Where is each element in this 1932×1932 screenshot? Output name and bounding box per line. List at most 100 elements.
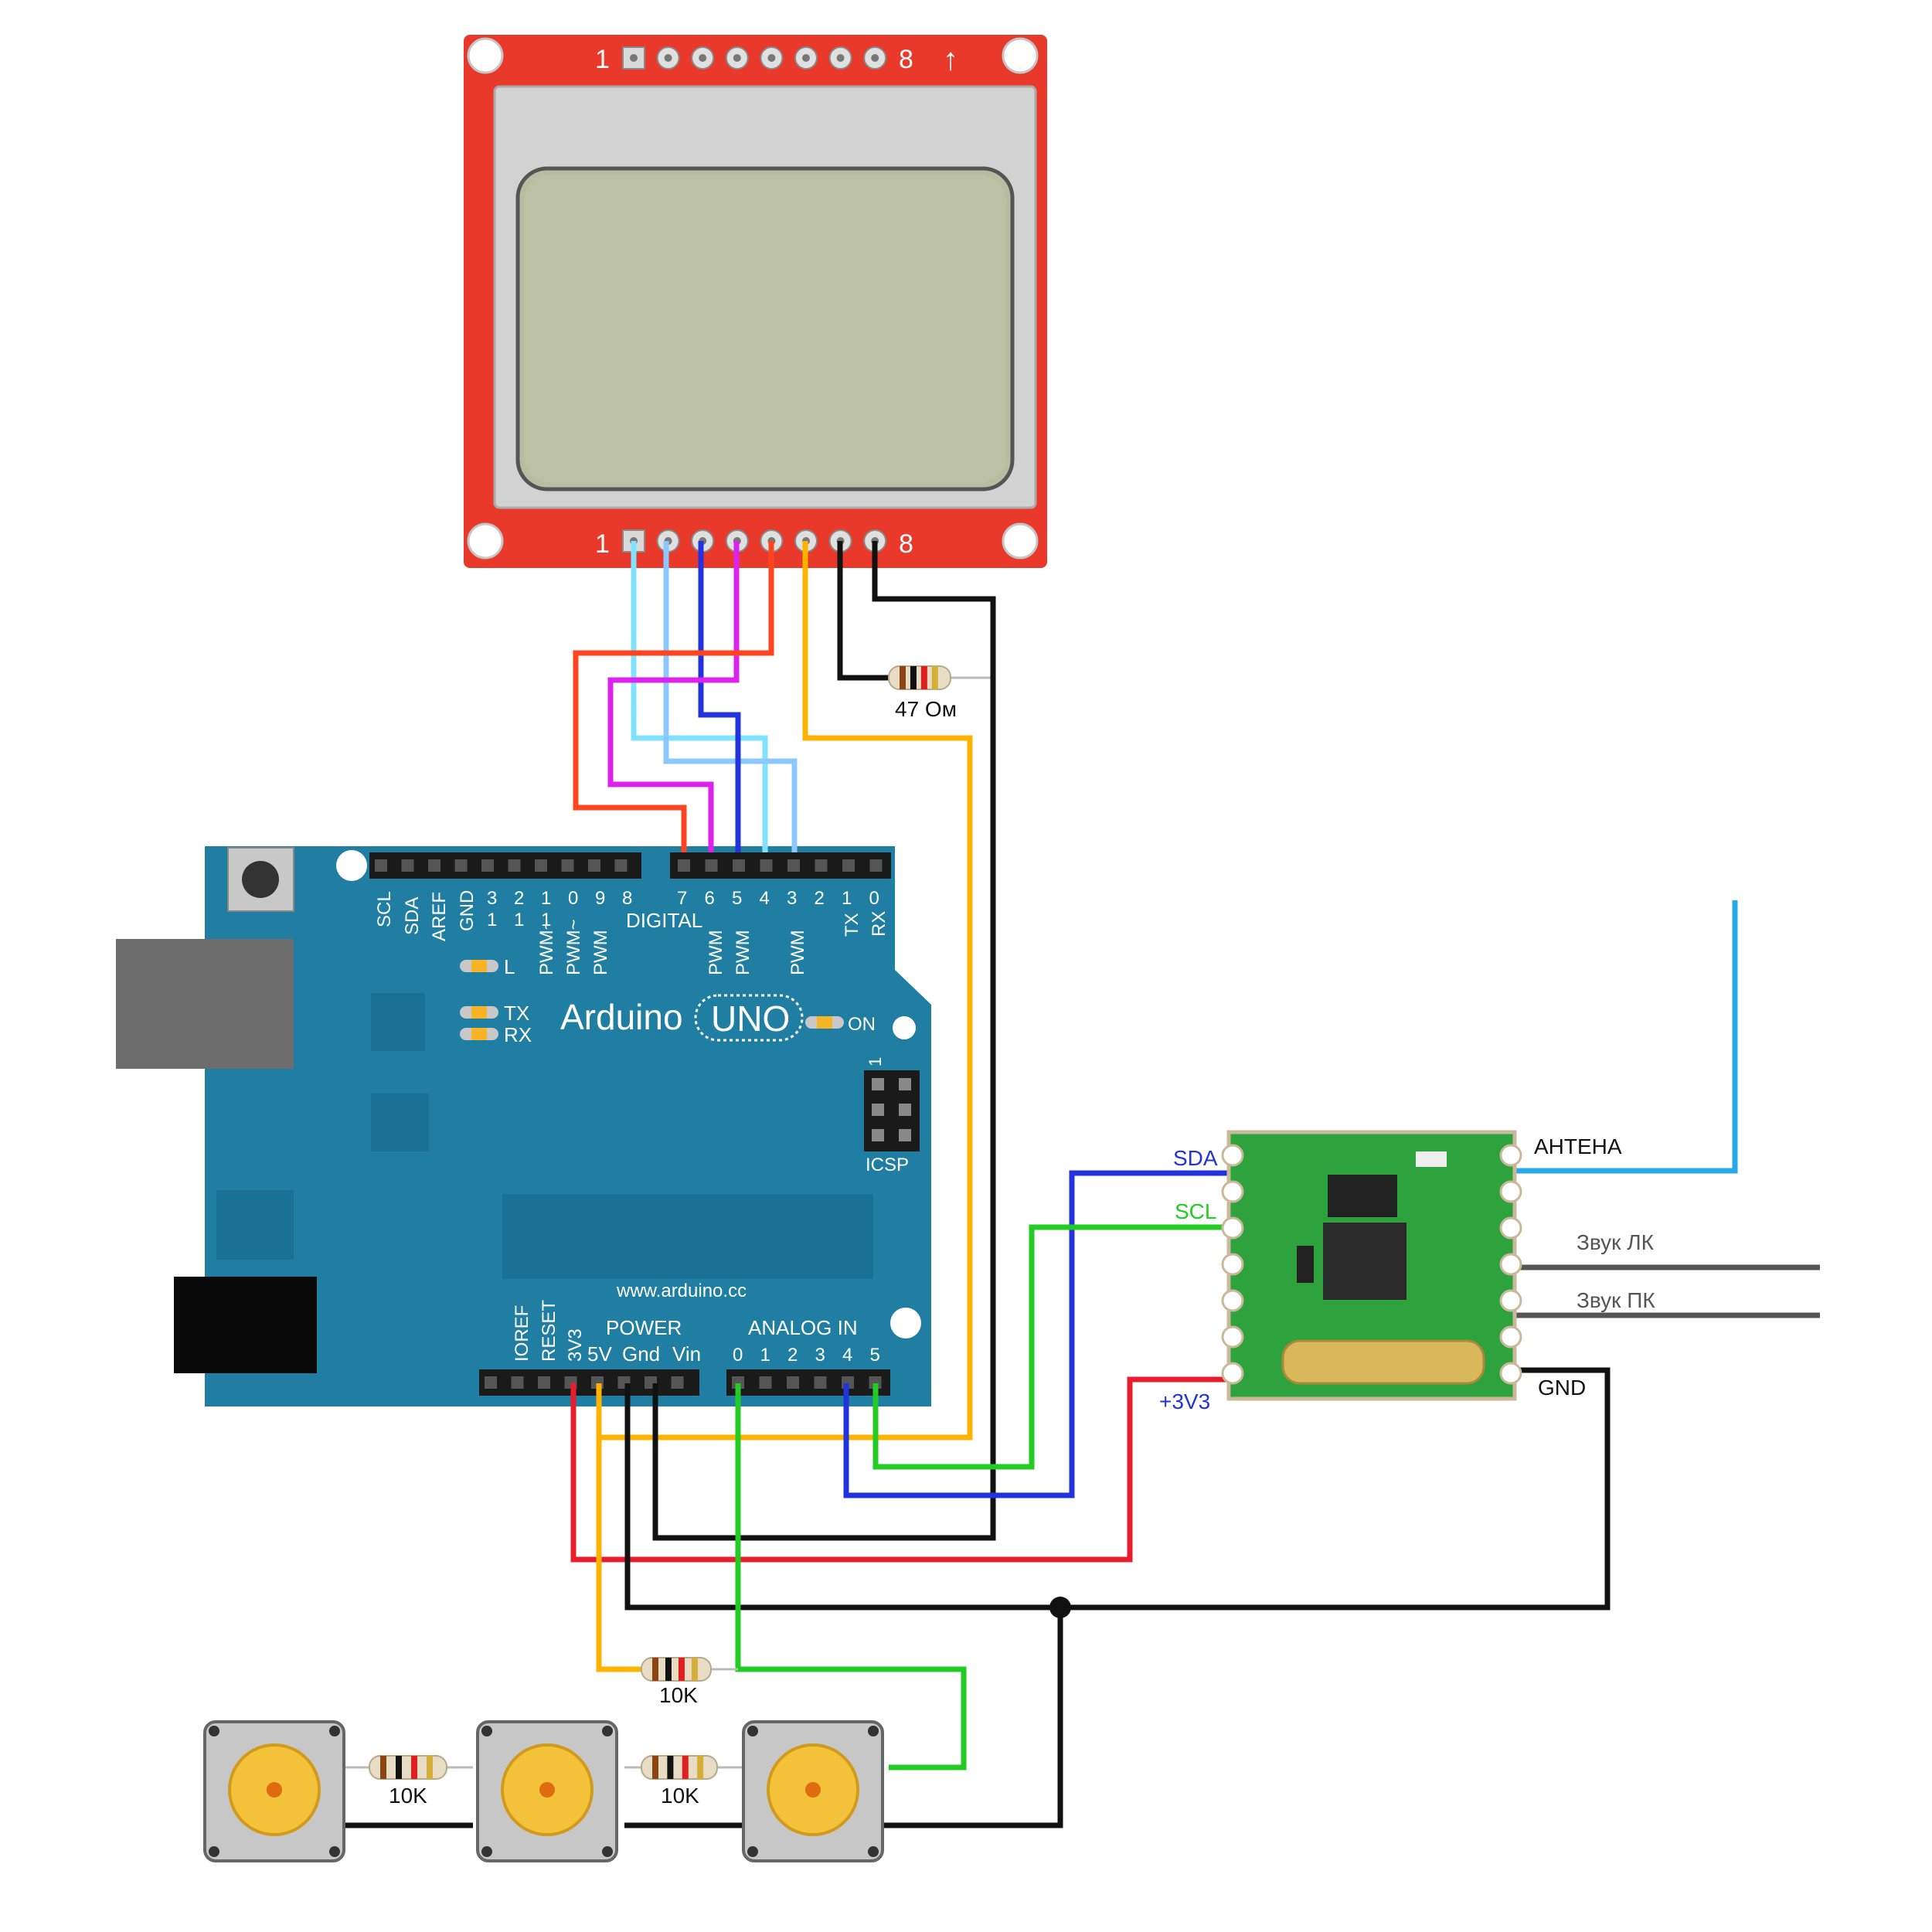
resistor-pullup-10k [641,1657,712,1682]
header-hole [508,859,521,872]
radio-pad [1499,1216,1522,1240]
gnd-junction-dot [1049,1597,1071,1618]
resistor-band [920,666,927,689]
led-tx-label: TX [504,1002,529,1025]
power-pin-label: Vin [672,1342,701,1366]
pin-number-label: 2 [815,888,825,909]
resistor-band [697,1756,704,1779]
arduino-website: www.arduino.cc [616,1281,747,1301]
radio-ic-small [1328,1175,1397,1217]
icsp-hole [899,1078,911,1090]
resistor-band [427,1756,433,1779]
lcd-top-pin-first: 1 [595,45,610,74]
pwm-label: PWM [733,930,753,975]
lcd-wires [573,541,996,1541]
resistor-band [691,1658,698,1681]
pin-number-label: 1 [541,910,551,930]
pin-number-label: 1 [541,888,551,909]
bottom-header-holes [485,1376,882,1389]
pin-number-label: 1 [514,910,524,930]
radio-crystal [1281,1339,1485,1385]
button-corner [868,1846,879,1857]
radio-sda-label: SDA [1173,1146,1218,1170]
wire-3v3-red [570,1376,1236,1563]
radio-module [1221,1130,1522,1401]
lcd-pin-hole [733,54,741,62]
header-hole [842,859,855,872]
radio-module-castellations [1221,1144,1522,1385]
resistor-band [396,1756,402,1779]
icsp-hole [872,1078,884,1090]
uno-outline [694,994,804,1042]
board-mount-hole [336,850,367,881]
wire-a0-green [735,1383,967,1770]
header-hole [561,859,574,872]
icsp-hole [899,1129,911,1141]
header-hole [733,859,745,872]
analog-pin-label: 2 [787,1345,798,1366]
pwm-label: PWM [590,930,611,975]
pwm-label: PWM~ [563,919,584,975]
lcd-pin-hole [630,54,638,62]
wire-lcd-pin7-black [837,541,889,681]
pin-number-label: 3 [787,888,797,909]
resistor-band [682,1756,689,1779]
header-hole [869,859,883,872]
icsp-hole [899,1104,911,1116]
radio-pad [1221,1325,1244,1349]
wire-5v-orange [596,1437,641,1672]
analog-pin-label: 0 [733,1345,743,1366]
digital-label: DIGITAL [626,909,702,932]
button-corner [209,1846,219,1857]
wire-gnd-black [624,1367,1611,1611]
resistor-47-ohm [888,665,951,690]
header-hole [375,859,387,872]
reset-button[interactable] [242,861,279,898]
lcd-pin-hole [699,54,707,62]
lcd-pin-hole [871,54,879,62]
icsp-hole [872,1129,884,1141]
lcd-mount-hole [467,37,504,74]
icsp-hole [872,1104,884,1116]
board-mount-hole [890,1308,921,1338]
power-pin-label: 5V [587,1342,612,1366]
resistor-body [641,1657,712,1682]
header-hole [614,859,628,872]
pin-number-label: 0 [568,888,578,909]
rx-pin-label: RX [869,911,889,937]
lcd-bottom-pin-last: 8 [899,529,913,559]
lcd-pin-hole [767,54,776,62]
radio-scl-label: SCL [1175,1199,1216,1223]
push-button-center [805,1782,821,1798]
resistor-band [900,666,906,689]
pin-number-label: 3 [487,888,497,909]
tx-pin-label: TX [842,913,862,937]
radio-audio-right-label: Звук ПК [1577,1288,1655,1312]
header-hole [787,859,800,872]
radio-pad [1499,1144,1522,1167]
wire-lcd-pin6-orange [596,541,973,1440]
header-hole [538,1376,550,1389]
arduino-brand: Arduino [560,997,683,1037]
wire-antenna [1511,900,1738,1174]
radio-pad [1221,1180,1244,1203]
top-vertical-label: GND [457,890,478,931]
resistor-buttons-2-3 [641,1755,718,1780]
header-hole [759,1376,772,1389]
wire-lcd-pin5-red [573,541,774,852]
header-hole [705,859,718,872]
radio-pad [1221,1216,1244,1240]
resistor-band [667,1756,674,1779]
digital-header-holes [375,859,883,872]
button-corner [602,1846,613,1857]
lcd-bottom-pin-first: 1 [595,529,610,559]
header-hole [588,859,600,872]
header-hole [678,859,690,872]
power-label: POWER [606,1316,682,1339]
resistor-btn23-label: 10K [661,1784,699,1808]
pwm-label: PWM~ [536,919,557,975]
pwm-label: PWM [787,930,808,975]
push-buttons [203,1720,884,1862]
